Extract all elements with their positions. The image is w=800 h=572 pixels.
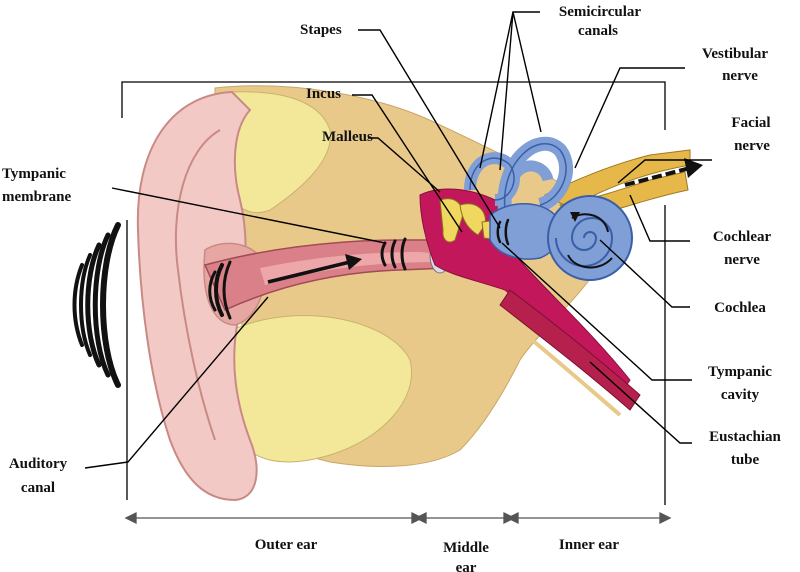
label-cochlear-line2: nerve [724, 252, 760, 268]
label-facial-line1: Facial [731, 115, 770, 131]
ear-illustration [72, 85, 703, 502]
semicircular-canals-shape [464, 136, 573, 212]
label-malleus: Malleus [322, 129, 373, 145]
label-tympanic-membrane-line1: Tympanic [2, 166, 66, 182]
label-cochlea: Cochlea [714, 300, 766, 316]
label-vestibular-line2: nerve [722, 68, 758, 84]
label-eustachian-line1: Eustachian [709, 429, 781, 445]
auditory-canal-lumen [260, 252, 440, 285]
label-stapes: Stapes [300, 22, 342, 38]
region-labels: Outer ear Middle ear Inner ear [255, 537, 620, 572]
label-eustachian-line2: tube [731, 452, 760, 468]
sound-waves [72, 218, 510, 388]
label-facial-line2: nerve [734, 138, 770, 154]
pinna [136, 90, 258, 502]
region-middle-ear-line2: ear [456, 560, 477, 572]
diagram-frame [121, 81, 666, 505]
label-vestibular-line1: Vestibular [702, 46, 768, 62]
sound-direction-arrows [267, 158, 703, 284]
labels: Stapes Semicircular canals Vestibular ne… [2, 4, 781, 496]
label-incus: Incus [306, 86, 341, 102]
label-tympanic-cavity-line2: cavity [721, 387, 760, 403]
malleus-shape [439, 198, 464, 243]
region-brackets [124, 511, 672, 525]
pointer-lines [84, 11, 712, 469]
label-tympanic-cavity-line1: Tympanic [708, 364, 772, 380]
label-cochlear-line1: Cochlear [713, 229, 772, 245]
label-auditory-line1: Auditory [9, 456, 68, 472]
label-semicircular-line1: Semicircular [559, 4, 642, 20]
region-outer-ear: Outer ear [255, 537, 318, 553]
region-middle-ear-line1: Middle [443, 540, 489, 556]
region-inner-ear: Inner ear [559, 537, 619, 553]
pinna-inner-fold [174, 129, 221, 441]
incus-shape [459, 203, 486, 236]
label-tympanic-membrane-line2: membrane [2, 189, 71, 205]
eustachian-tube-outline [493, 308, 622, 417]
label-auditory-line2: canal [21, 480, 55, 496]
eustachian-tube-shape [499, 289, 641, 411]
label-semicircular-line2: canals [578, 23, 618, 39]
